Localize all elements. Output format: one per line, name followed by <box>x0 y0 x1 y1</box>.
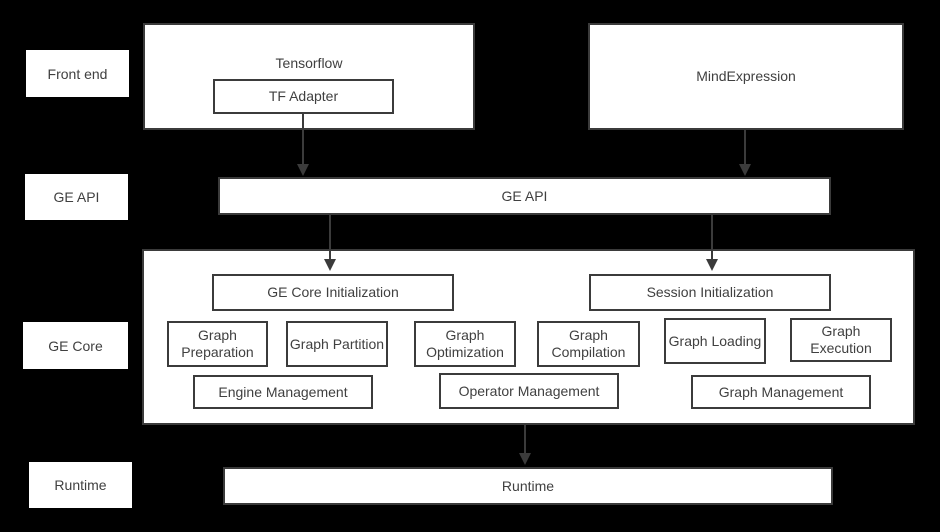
graph-loading-box: Graph Loading <box>664 318 766 364</box>
arrow-line <box>329 215 331 260</box>
tf-adapter-box: TF Adapter <box>213 79 394 114</box>
layer-label-runtime: Runtime <box>29 462 132 508</box>
arrow-head-icon <box>706 259 718 271</box>
layer-label-ge-api: GE API <box>25 174 128 220</box>
graph-preparation-box: Graph Preparation <box>167 321 268 367</box>
operator-management-box: Operator Management <box>439 373 619 409</box>
arrow-line <box>711 215 713 260</box>
mindexpression-box: MindExpression <box>588 23 904 130</box>
layer-label-ge-core: GE Core <box>23 322 128 369</box>
engine-management-box: Engine Management <box>193 375 373 409</box>
arrow-line <box>744 130 746 165</box>
arrow-head-icon <box>324 259 336 271</box>
tensorflow-box: Tensorflow TF Adapter <box>143 23 475 130</box>
arrow-head-icon <box>297 164 309 176</box>
arrow-line <box>524 425 526 454</box>
graph-execution-box: Graph Execution <box>790 318 892 362</box>
tensorflow-label: Tensorflow <box>275 55 343 71</box>
graph-management-box: Graph Management <box>691 375 871 409</box>
arrow-head-icon <box>519 453 531 465</box>
ge-api-bar: GE API <box>218 177 831 215</box>
ge-core-initialization-box: GE Core Initialization <box>212 274 454 311</box>
runtime-bar: Runtime <box>223 467 833 505</box>
graph-optimization-box: Graph Optimization <box>414 321 516 367</box>
arrow-line <box>302 114 304 165</box>
session-initialization-box: Session Initialization <box>589 274 831 311</box>
graph-partition-box: Graph Partition <box>286 321 388 367</box>
layer-label-front-end: Front end <box>26 50 129 97</box>
arrow-head-icon <box>739 164 751 176</box>
graph-compilation-box: Graph Compilation <box>537 321 640 367</box>
ge-core-container: GE Core Initialization Session Initializ… <box>142 249 915 425</box>
